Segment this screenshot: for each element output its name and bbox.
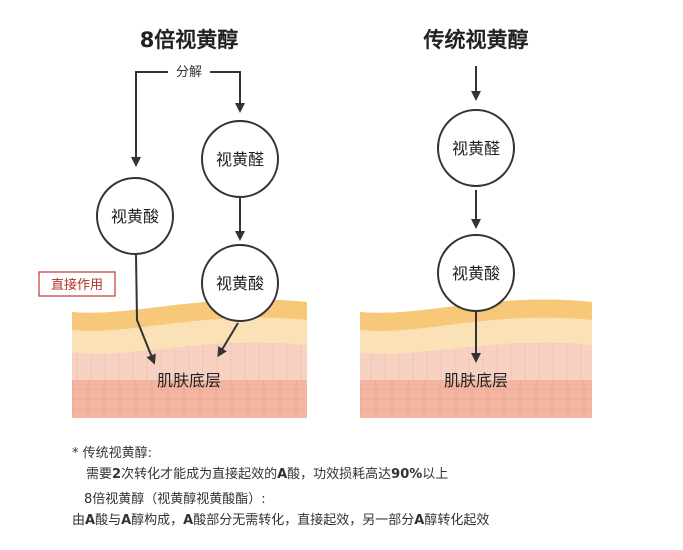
direct-action-label: 直接作用 <box>51 277 103 293</box>
note4-a: 由 <box>72 513 86 528</box>
note-8x-body: 由A酸与A醇构成，A酸部分无需转化，直接起效，另一部分A醇转化起效 <box>72 510 672 531</box>
note2-e: 酸，功效损耗高达 <box>287 467 392 482</box>
node-aldehyde-left-label: 视黄醛 <box>216 150 264 169</box>
node-acid-right-label: 视黄酸 <box>216 274 264 293</box>
split-connector-right <box>210 71 245 113</box>
note4-g: 酸部分无需转化，直接起效，另一部分 <box>193 513 415 528</box>
note2-d: A <box>277 467 288 482</box>
left-title: 8倍视黄醇 <box>140 28 239 52</box>
node-acid-left-label: 视黄酸 <box>111 207 159 226</box>
direct-action-tag: 直接作用 <box>38 271 116 297</box>
note-8x-title: 8倍视黄醇（视黄醇视黄酸酯）: <box>84 492 266 507</box>
node-acid-left-inner: 视黄酸 <box>201 244 279 322</box>
arrow-acid-inner-to-skin <box>217 322 239 358</box>
note4-c: 酸与 <box>95 513 122 528</box>
right-title: 传统视黄醇 <box>423 28 529 52</box>
note4-b: A <box>85 513 96 528</box>
node-aldehyde-left: 视黄醛 <box>201 120 279 198</box>
note4-f: A <box>183 513 194 528</box>
note2-g: 以上 <box>422 467 449 482</box>
note2-b: 2 <box>112 467 122 482</box>
note-traditional-body: 需要2次转化才能成为直接起效的A酸，功效损耗高达90%以上 <box>72 464 672 485</box>
note2-c: 次转化才能成为直接起效的 <box>121 467 278 482</box>
note4-e: 醇构成， <box>131 513 184 528</box>
arrow-acid-to-skin-left <box>135 254 156 365</box>
right-skin-label: 肌肤底层 <box>444 371 508 390</box>
node-acid-left-outer: 视黄酸 <box>96 177 174 255</box>
node-aldehyde-right: 视黄醛 <box>437 109 515 187</box>
note4-i: 醇转化起效 <box>424 513 490 528</box>
split-label: 分解 <box>176 65 202 80</box>
note-heading-traditional: * 传统视黄醇: <box>72 443 672 464</box>
note-traditional-title: * 传统视黄醇: <box>72 446 153 461</box>
left-skin-layers <box>72 299 307 418</box>
note4-h: A <box>414 513 425 528</box>
node-acid-right: 视黄酸 <box>437 234 515 312</box>
note-heading-8x: 8倍视黄醇（视黄醇视黄酸酯）: <box>72 489 672 510</box>
node-aldehyde-right-label: 视黄醛 <box>452 139 500 158</box>
node-acid-right-panel-label: 视黄酸 <box>452 264 500 283</box>
split-connector-left <box>131 71 168 167</box>
note4-d: A <box>121 513 132 528</box>
left-skin-label: 肌肤底层 <box>157 371 221 390</box>
note2-f: 90% <box>391 467 423 482</box>
footnotes: * 传统视黄醇: 需要2次转化才能成为直接起效的A酸，功效损耗高达90%以上 8… <box>72 443 672 531</box>
note2-a: 需要 <box>86 467 113 482</box>
